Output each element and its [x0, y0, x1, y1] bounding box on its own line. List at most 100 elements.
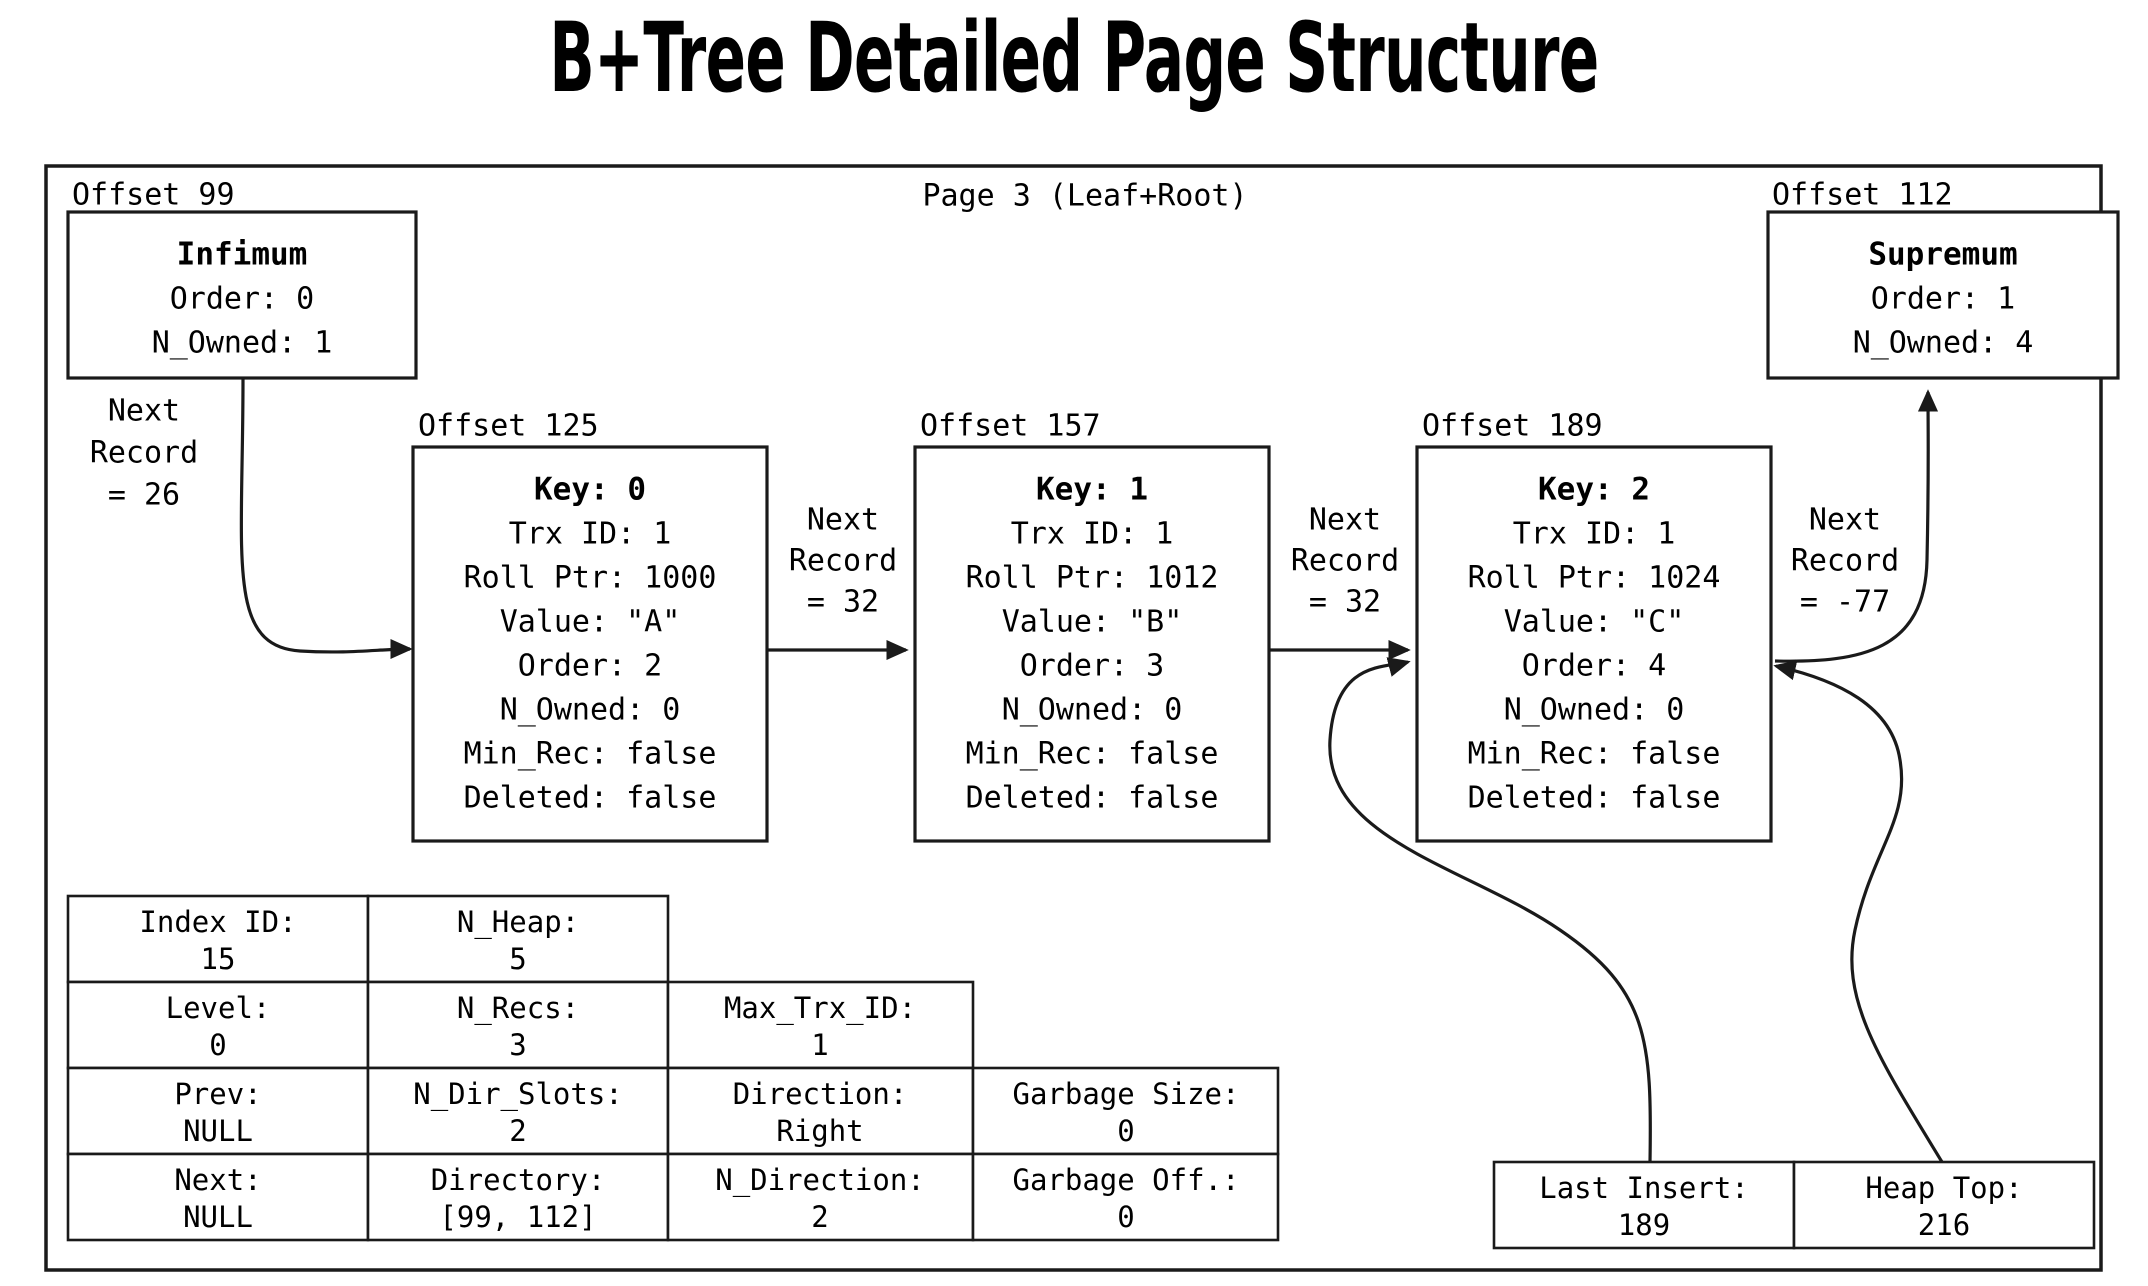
connector-record2-to-supremum: [1774, 389, 1939, 663]
next-record-label-3-line2: Record: [1791, 544, 1899, 579]
record2-key: Key: 2: [1538, 472, 1650, 508]
page-label: Page 3 (Leaf+Root): [922, 179, 1247, 214]
next-record-label-0-line1: Next: [108, 394, 180, 429]
header-cell-garbage-size-label: Garbage Size:: [1013, 1077, 1240, 1111]
header-cell-n-dir-slots[interactable]: [366, 1066, 670, 1156]
header-cell-n-direction[interactable]: [666, 1152, 975, 1242]
header-cell-n-heap[interactable]: [366, 894, 670, 984]
header-cell-garbage-size-value: 0: [1117, 1114, 1134, 1148]
record1-min-rec: Min_Rec: false: [966, 737, 1219, 772]
header-cell-directory-label: Directory:: [431, 1163, 606, 1197]
record-box-0[interactable]: [411, 445, 769, 843]
supremum-box[interactable]: [1766, 210, 2120, 380]
connector-heap-top-to-record2: [1773, 660, 1944, 1163]
header-cell-garbage-size[interactable]: [971, 1066, 1280, 1156]
header-cell-n-recs-label: N_Recs:: [457, 991, 579, 1026]
record2-roll-ptr: Roll Ptr: 1024: [1468, 561, 1721, 596]
header-cell-n-direction-label: N_Direction:: [715, 1163, 925, 1198]
header-cell-garbage-off-value: 0: [1117, 1200, 1134, 1234]
header-cell-next[interactable]: [66, 1152, 370, 1242]
next-record-label-2-line1: Next: [1309, 503, 1381, 538]
header-cell-index-id-value: 15: [201, 942, 236, 976]
next-record-label-1-line3: = 32: [807, 585, 879, 620]
header-cell-n-heap-value: 5: [509, 942, 526, 976]
next-record-label-1-line2: Record: [789, 544, 897, 579]
header-cell-index-id[interactable]: [66, 894, 370, 984]
header-cell-garbage-off-label: Garbage Off.:: [1013, 1163, 1240, 1197]
record2-value: Value: "C": [1504, 605, 1685, 640]
record2-order: Order: 4: [1522, 649, 1667, 684]
offset-label-record2: Offset 189: [1422, 409, 1603, 444]
next-record-label-2-line3: = 32: [1309, 585, 1381, 620]
supremum-nowned: N_Owned: 4: [1853, 326, 2034, 361]
offset-label-supremum: Offset 112: [1772, 178, 1953, 213]
header-cell-max-trx-id-value: 1: [811, 1028, 828, 1062]
heap-top-value: 216: [1918, 1208, 1970, 1242]
header-cell-direction-label: Direction:: [733, 1077, 908, 1111]
record1-roll-ptr: Roll Ptr: 1012: [966, 561, 1219, 596]
record2-trx-id: Trx ID: 1: [1513, 517, 1676, 552]
connector-last-insert-to-record2: [1328, 657, 1652, 1163]
next-record-label-0-line3: = 26: [108, 478, 180, 513]
record1-order: Order: 3: [1020, 649, 1165, 684]
record2-deleted: Deleted: false: [1468, 781, 1721, 816]
infimum-title: Infimum: [177, 237, 308, 273]
infimum-box[interactable]: [66, 210, 418, 380]
connector-infimum-to-record0: [239, 378, 413, 660]
header-cell-index-id-label: Index ID:: [139, 905, 296, 939]
header-cell-level-value: 0: [209, 1028, 226, 1062]
record0-key: Key: 0: [534, 472, 646, 508]
record2-n-owned: N_Owned: 0: [1504, 693, 1685, 728]
infimum-nowned: N_Owned: 1: [152, 326, 333, 361]
header-cell-level[interactable]: [66, 980, 370, 1070]
infimum-order: Order: 0: [170, 282, 315, 317]
next-record-label-3-line3: = -77: [1800, 585, 1890, 620]
header-cell-n-dir-slots-value: 2: [509, 1114, 526, 1148]
header-cell-next-value: NULL: [183, 1200, 253, 1234]
record1-value: Value: "B": [1002, 605, 1183, 640]
record1-n-owned: N_Owned: 0: [1002, 693, 1183, 728]
header-cell-directory[interactable]: [366, 1152, 670, 1242]
header-cell-max-trx-id[interactable]: [666, 980, 975, 1070]
header-cell-n-direction-value: 2: [811, 1200, 828, 1234]
last-insert-value: 189: [1618, 1208, 1670, 1242]
record1-trx-id: Trx ID: 1: [1011, 517, 1174, 552]
header-cell-directory-value: [99, 112]: [439, 1200, 596, 1234]
offset-label-record0: Offset 125: [418, 409, 599, 444]
header-cell-next-label: Next:: [174, 1163, 261, 1197]
record-box-2[interactable]: [1415, 445, 1773, 843]
offset-label-infimum: Offset 99: [72, 178, 235, 213]
header-cell-prev-value: NULL: [183, 1114, 253, 1148]
record0-deleted: Deleted: false: [464, 781, 717, 816]
header-cell-n-heap-label: N_Heap:: [457, 905, 579, 940]
record1-deleted: Deleted: false: [966, 781, 1219, 816]
record0-min-rec: Min_Rec: false: [464, 737, 717, 772]
offset-label-record1: Offset 157: [920, 409, 1101, 444]
record0-order: Order: 2: [518, 649, 663, 684]
header-cell-prev-label: Prev:: [174, 1077, 261, 1111]
heap-top-box[interactable]: [1792, 1160, 2096, 1250]
supremum-title: Supremum: [1868, 237, 2017, 273]
header-cell-n-dir-slots-label: N_Dir_Slots:: [413, 1077, 623, 1112]
supremum-order: Order: 1: [1871, 282, 2016, 317]
header-cell-max-trx-id-label: Max_Trx_ID:: [724, 991, 916, 1026]
next-record-label-2-line2: Record: [1291, 544, 1399, 579]
next-record-label-3-line1: Next: [1809, 503, 1881, 538]
record0-roll-ptr: Roll Ptr: 1000: [464, 561, 717, 596]
header-cell-garbage-off[interactable]: [971, 1152, 1280, 1242]
last-insert-label: Last Insert:: [1539, 1171, 1749, 1205]
record2-min-rec: Min_Rec: false: [1468, 737, 1721, 772]
heap-top-label: Heap Top:: [1865, 1171, 2022, 1205]
next-record-label-1-line1: Next: [807, 503, 879, 538]
record1-key: Key: 1: [1036, 472, 1148, 508]
header-cell-direction-value: Right: [776, 1114, 863, 1148]
header-cell-n-recs-value: 3: [509, 1028, 526, 1062]
record0-value: Value: "A": [500, 605, 681, 640]
record0-n-owned: N_Owned: 0: [500, 693, 681, 728]
page-title: B+Tree Detailed Page Structure: [549, 2, 1599, 114]
record-box-1[interactable]: [913, 445, 1271, 843]
header-cell-level-label: Level:: [166, 991, 271, 1025]
next-record-label-0-line2: Record: [90, 436, 198, 471]
